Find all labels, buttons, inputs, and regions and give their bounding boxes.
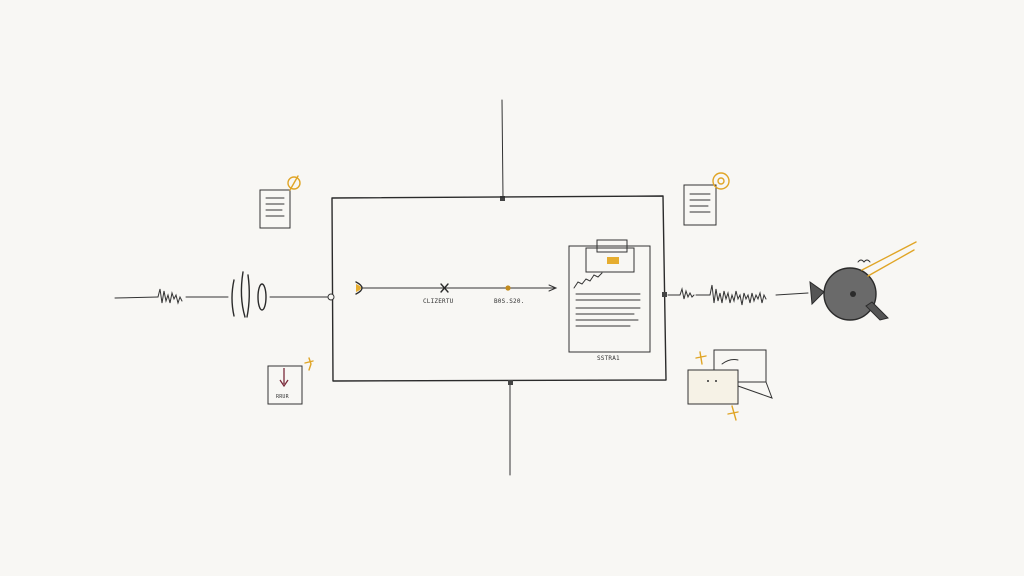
process-flow <box>355 281 558 295</box>
top-connector-line <box>501 99 504 198</box>
bottom-left-input-box <box>267 357 314 405</box>
document-caption-label: SSTRA1 <box>597 355 620 362</box>
start-node-icon <box>356 284 361 292</box>
bottom-left-box-label: RRUR <box>276 394 289 400</box>
process-step-1-label: CLIZERTU <box>423 298 454 305</box>
input-signal-waveform <box>114 271 335 318</box>
top-right-document-icon <box>683 172 730 226</box>
process-x-marker-icon <box>440 283 449 293</box>
bottom-connector-node <box>508 380 513 385</box>
printer-icon <box>568 239 651 353</box>
process-step-2-label: B0S.S20. <box>494 298 525 305</box>
top-connector-node <box>500 196 505 201</box>
top-left-document-icon <box>259 175 301 229</box>
speaker-icon <box>809 241 917 321</box>
output-signal-waveform <box>662 284 809 306</box>
chat-bubbles-icon <box>687 349 773 421</box>
main-process-box <box>331 195 667 382</box>
process-dot-marker-icon <box>505 285 511 291</box>
